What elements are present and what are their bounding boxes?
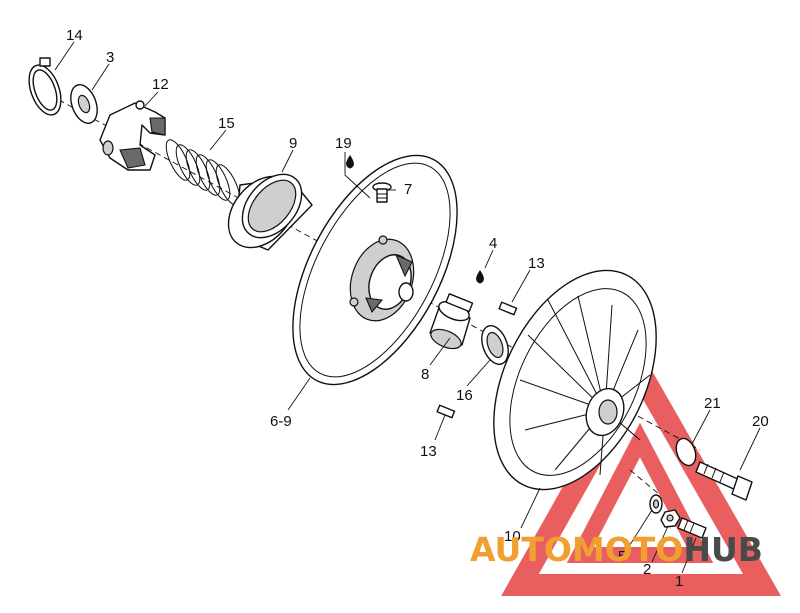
part-screw xyxy=(372,182,392,203)
callout-4: 4 xyxy=(489,235,497,252)
callout-19: 19 xyxy=(335,135,352,152)
part-movable-sheave xyxy=(493,269,657,491)
part-washer-16 xyxy=(481,325,509,365)
callout-21: 21 xyxy=(704,395,721,412)
callout-7: 7 xyxy=(404,181,412,198)
callout-20: 20 xyxy=(752,413,769,430)
callouts: 14 3 12 15 9 19 7 4 13 8 16 6-9 13 10 21… xyxy=(66,27,769,590)
part-bolt xyxy=(695,461,753,501)
part-nut xyxy=(660,509,681,528)
svg-text:AUTOMOTOHUB: AUTOMOTOHUB xyxy=(470,530,763,569)
callout-5: 5 xyxy=(618,548,626,565)
part-retaining-ring xyxy=(28,57,62,116)
leader-lines xyxy=(54,41,761,574)
part-bushing xyxy=(429,293,474,350)
oil-drop-icon xyxy=(476,270,484,284)
part-ring xyxy=(227,173,313,251)
watermark-auto: AUTO xyxy=(470,530,572,569)
callout-9: 9 xyxy=(289,135,297,152)
callout-14: 14 xyxy=(66,27,83,44)
part-set-screw xyxy=(677,517,707,539)
callout-6-9: 6-9 xyxy=(270,413,292,430)
callout-15: 15 xyxy=(218,115,235,132)
callout-3: 3 xyxy=(106,49,114,66)
watermark-hub: HUB xyxy=(683,530,763,569)
part-key-lower xyxy=(436,404,456,419)
callout-10: 10 xyxy=(504,528,521,545)
callout-13-lower: 13 xyxy=(420,443,437,460)
callout-1: 1 xyxy=(675,573,683,590)
watermark-text: AUTOMOTOHUB xyxy=(470,530,763,569)
callout-13-upper: 13 xyxy=(528,255,545,272)
part-washer xyxy=(70,84,98,124)
callout-2: 2 xyxy=(643,561,651,578)
part-spider-cam xyxy=(99,100,166,171)
part-key-upper xyxy=(498,301,518,316)
callout-8: 8 xyxy=(421,366,429,383)
oil-drop-icon xyxy=(346,155,354,169)
callout-16: 16 xyxy=(456,387,473,404)
callout-12: 12 xyxy=(152,76,169,93)
watermark-moto: MOTO xyxy=(572,530,683,569)
part-fixed-sheave xyxy=(292,154,458,386)
part-washer-5 xyxy=(649,494,663,514)
part-washer-21 xyxy=(675,437,697,467)
part-spring xyxy=(165,139,241,206)
